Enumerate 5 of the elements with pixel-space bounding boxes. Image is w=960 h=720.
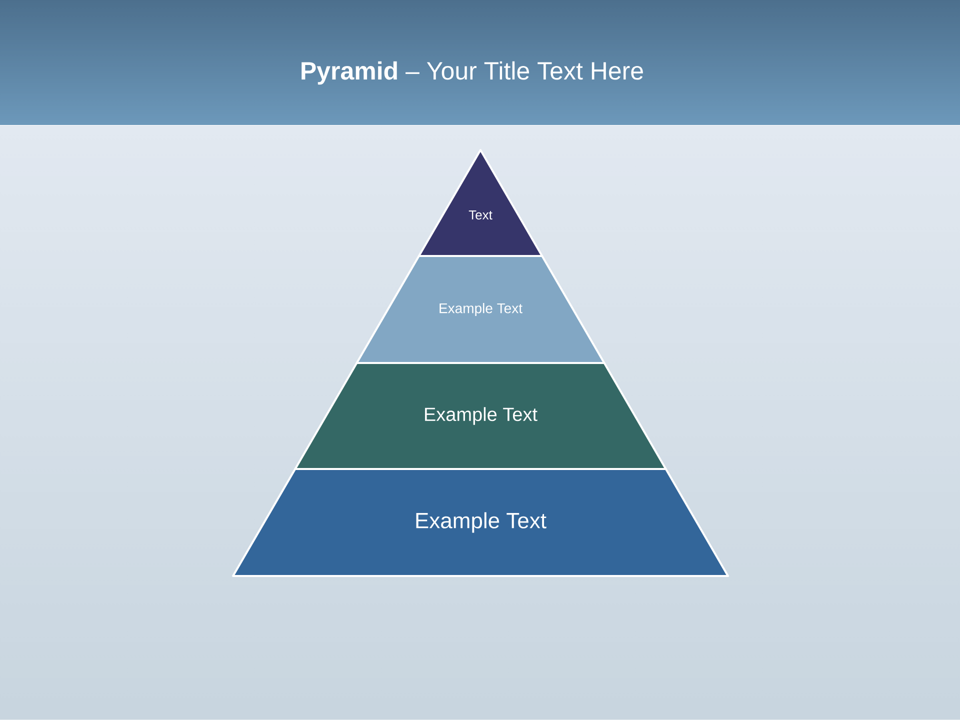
pyramid-level: Example Text — [356, 255, 606, 364]
pyramid-level: Example Text — [232, 468, 729, 577]
pyramid-level: Text — [418, 149, 544, 257]
pyramid-level: Example Text — [294, 362, 667, 470]
title: Pyramid – Your Title Text Here — [302, 61, 643, 85]
